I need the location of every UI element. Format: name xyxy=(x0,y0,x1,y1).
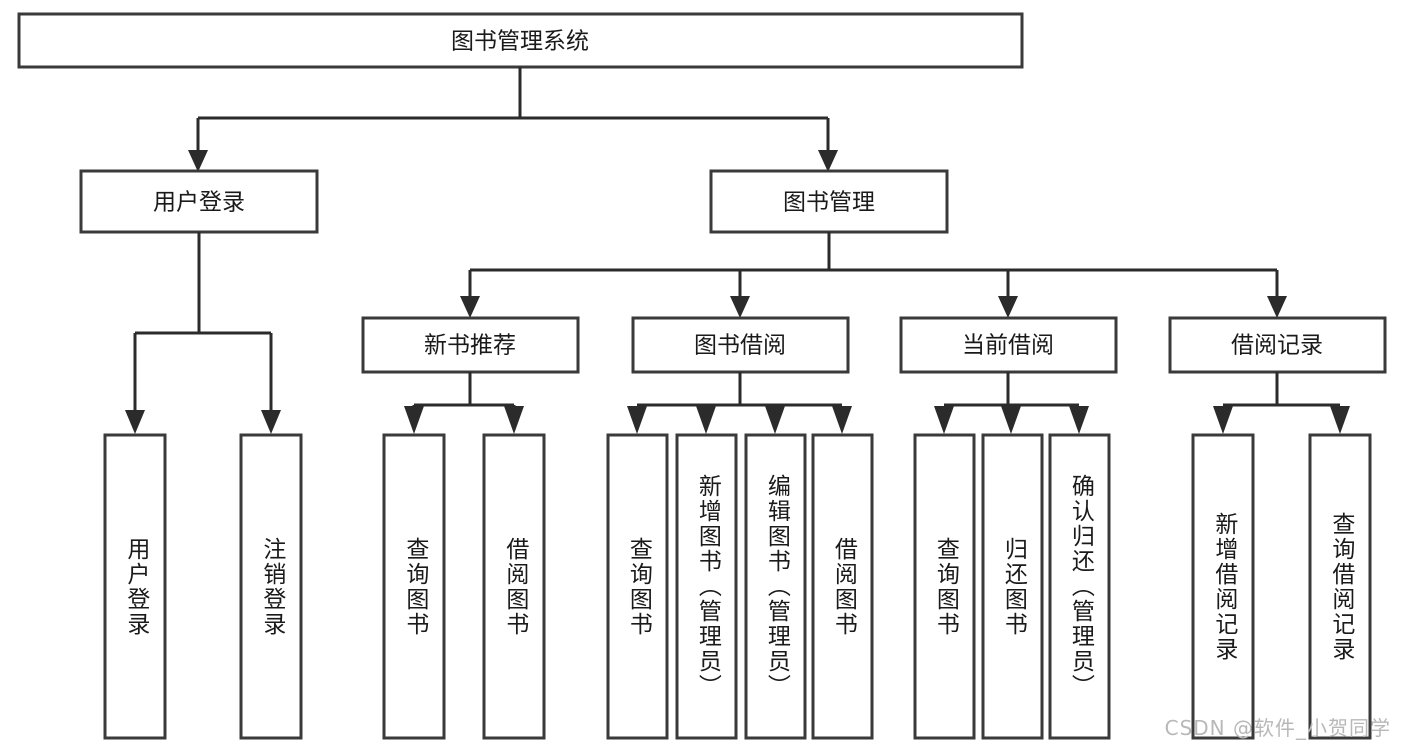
connector-new-book-recommend-to-leaves xyxy=(404,372,524,434)
connector-book-borrow-to-leaves xyxy=(627,372,852,434)
connector-borrow-record-to-leaves xyxy=(1213,372,1350,434)
leaf-box-book-borrow-1[interactable] xyxy=(675,433,738,740)
node-current-borrow[interactable]: 当前借阅 xyxy=(899,316,1118,374)
connector-current-borrow-to-leaves xyxy=(934,372,1089,434)
leaf-box-new-book-1[interactable] xyxy=(482,433,546,740)
connector-book-management-to-level2 xyxy=(460,232,1287,318)
node-book-management-label: 图书管理 xyxy=(783,190,875,216)
node-book-management[interactable]: 图书管理 xyxy=(709,169,949,234)
node-book-borrow[interactable]: 图书借阅 xyxy=(631,316,850,374)
leaf-box-book-borrow-0[interactable] xyxy=(606,433,669,740)
node-root[interactable]: 图书管理系统 xyxy=(17,12,1024,69)
node-user-login[interactable]: 用户登录 xyxy=(79,169,319,234)
node-current-borrow-label: 当前借阅 xyxy=(962,333,1054,359)
leaf-box-user-login-1[interactable] xyxy=(239,433,303,740)
leaf-box-current-borrow-1[interactable] xyxy=(981,433,1044,740)
leaf-box-user-login-0[interactable] xyxy=(103,433,167,740)
node-borrow-record[interactable]: 借阅记录 xyxy=(1168,316,1387,374)
leaf-box-current-borrow-2[interactable] xyxy=(1048,433,1111,740)
connector-root-to-level1 xyxy=(188,67,838,172)
node-user-login-label: 用户登录 xyxy=(153,190,245,216)
leaf-box-new-book-0[interactable] xyxy=(382,433,446,740)
leaf-box-current-borrow-0[interactable] xyxy=(913,433,976,740)
leaf-box-book-borrow-3[interactable] xyxy=(811,433,874,740)
node-new-book-recommend[interactable]: 新书推荐 xyxy=(361,316,580,374)
leaf-box-book-borrow-2[interactable] xyxy=(744,433,807,740)
connector-user-login-to-leaves xyxy=(125,232,281,434)
node-new-book-recommend-label: 新书推荐 xyxy=(424,333,516,359)
node-root-label: 图书管理系统 xyxy=(451,29,589,55)
node-borrow-record-label: 借阅记录 xyxy=(1231,333,1323,359)
node-book-borrow-label: 图书借阅 xyxy=(694,333,786,359)
leaf-box-borrow-record-1[interactable] xyxy=(1308,433,1372,740)
leaf-box-borrow-record-0[interactable] xyxy=(1191,433,1255,740)
